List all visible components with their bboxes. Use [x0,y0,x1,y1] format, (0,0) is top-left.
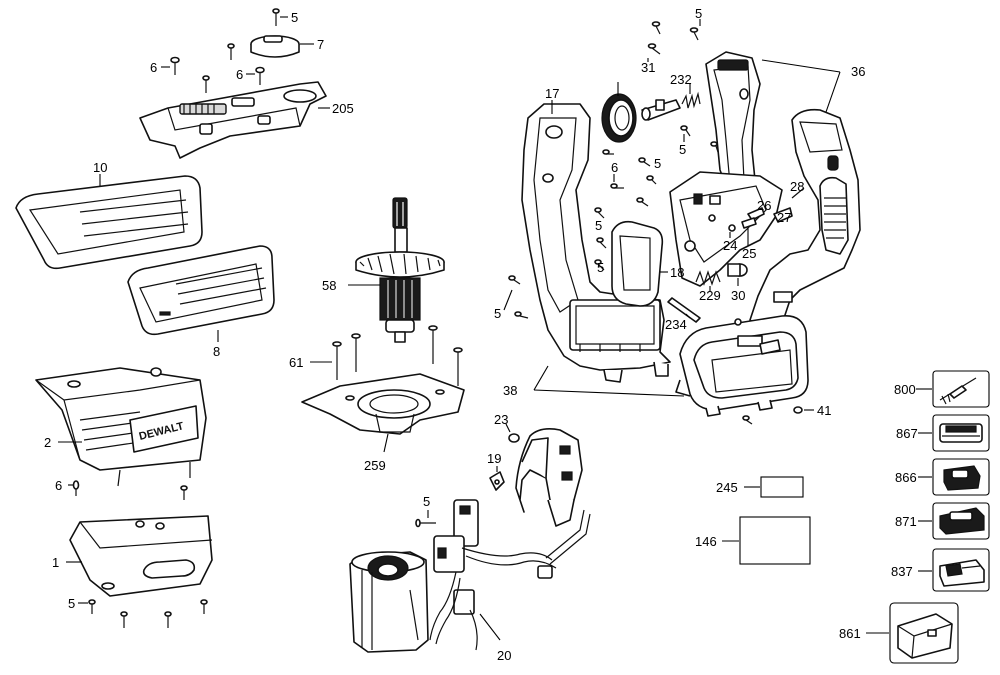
right-housing-part-36 [749,108,861,329]
label-2: 2 [44,435,51,450]
label-5-middle-1: 5 [654,156,661,171]
label-41: 41 [817,403,831,418]
label-6-c: 6 [55,478,62,493]
label-861: 861 [839,626,861,641]
trigger-handle-part [515,428,583,527]
screw-part-6-b [255,66,265,85]
accessory-867 [932,414,990,452]
screw-part-6-a [170,56,180,75]
label-5-top-right: 5 [695,6,702,21]
label-232: 232 [670,72,692,87]
accessory-866 [932,458,990,496]
label-plate-part-245 [760,476,804,498]
plunger-part-30 [727,263,748,277]
label-234: 234 [665,317,687,332]
screws-part-61 [332,325,463,386]
label-867: 867 [896,426,918,441]
field-stator-part [349,551,429,653]
clip-part-19 [489,471,505,491]
label-5-middle-4: 5 [597,260,604,275]
switch-assembly-part-20 [429,499,591,651]
manual-part-146 [739,516,811,565]
spring-part-232 [681,91,701,109]
label-38: 38 [503,383,517,398]
armature-part-58 [355,197,445,343]
accessory-837 [932,548,990,592]
label-5-top: 5 [291,10,298,25]
label-19: 19 [487,451,501,466]
label-6-middle: 6 [611,160,618,175]
accessory-800 [932,370,990,408]
label-5-middle-3: 5 [595,218,602,233]
screws-top-cover [202,43,235,93]
label-24: 24 [723,238,737,253]
label-6-b: 6 [236,67,243,82]
label-6-a: 6 [150,60,157,75]
screws-middle [594,125,719,271]
grip-insert-part-18 [611,220,664,307]
screws-part-5-left [508,275,529,319]
label-25: 25 [742,246,756,261]
label-28: 28 [790,179,804,194]
screw-part-6-c [68,480,80,496]
screw-part-5-top [272,8,280,26]
label-18: 18 [670,265,684,280]
label-5-bottom-left: 5 [68,596,75,611]
label-245: 245 [716,480,738,495]
label-23: 23 [494,412,508,427]
label-20: 20 [497,648,511,663]
screw-part-41 [742,406,803,425]
housing-half-middle [669,51,783,287]
baffle-part-259 [301,373,465,435]
label-146: 146 [695,534,717,549]
screw-part-5-switch [415,518,436,528]
label-5-switch: 5 [423,494,430,509]
spring-part-229 [695,270,721,286]
side-panel-part-8 [127,245,275,336]
label-31: 31 [641,60,655,75]
label-26: 26 [757,198,771,213]
label-1: 1 [52,555,59,570]
label-259: 259 [364,458,386,473]
side-grip-part-38 [675,315,809,417]
seal-ring-part [601,93,637,143]
screw-part-5-top-right [689,27,699,41]
screws-part-31 [647,21,661,55]
actuator-part [641,99,681,121]
label-7: 7 [317,37,324,52]
label-229: 229 [699,288,721,303]
label-10: 10 [93,160,107,175]
label-871: 871 [895,514,917,529]
label-36: 36 [851,64,865,79]
small-parts-24-28 [728,187,805,232]
accessory-861 [889,602,959,664]
label-27: 27 [777,210,791,225]
knob-part-7 [250,35,300,58]
label-837: 837 [891,564,913,579]
accessory-871 [932,502,990,540]
bottom-cover-part-1 [69,515,213,597]
label-205: 205 [332,101,354,116]
bushing-part-23 [508,433,520,443]
side-panel-part-10 [15,175,203,270]
top-cover-part-205 [139,81,327,159]
label-30: 30 [731,288,745,303]
label-61: 61 [289,355,303,370]
label-800: 800 [894,382,916,397]
label-8: 8 [213,344,220,359]
label-5-left: 5 [494,306,501,321]
label-5-middle-2: 5 [679,142,686,157]
label-58: 58 [322,278,336,293]
gear-housing-part-2: DEWALT [35,367,207,487]
screw-housing-right [180,485,188,500]
label-17: 17 [545,86,559,101]
label-866: 866 [895,470,917,485]
screws-bottom-cover [88,599,208,628]
